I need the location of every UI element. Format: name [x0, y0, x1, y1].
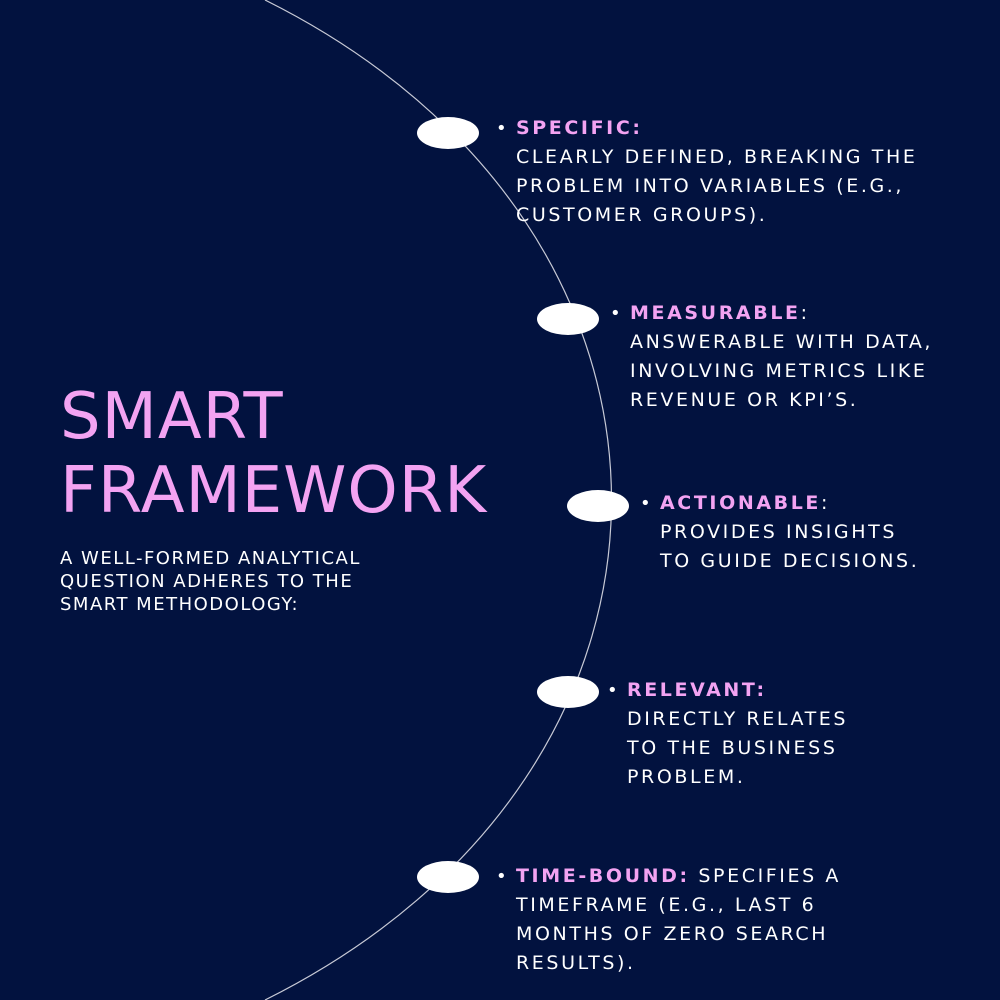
intro-line-3: SMART METHODOLOGY:: [60, 594, 300, 615]
timeline-node-actionable: [567, 490, 629, 522]
title-line-1: SMART: [60, 380, 284, 454]
criterion-measurable-head-rest: :: [800, 302, 810, 324]
criterion-time-bound-heading: • TIME-BOUND: SPECIFIES A: [496, 862, 842, 891]
criterion-time-bound-line-1: TIMEFRAME (E.G., LAST 6: [516, 894, 817, 916]
criterion-actionable-line-2: TO GUIDE DECISIONS.: [660, 550, 920, 572]
criterion-actionable-line-1: PROVIDES INSIGHTS: [660, 521, 897, 543]
criterion-specific-line-2: PROBLEM INTO VARIABLES (E.G.,: [516, 175, 905, 197]
criterion-specific-label: SPECIFIC:: [516, 117, 643, 139]
criterion-relevant: • RELEVANT: DIRECTLY RELATES TO THE BUSIN…: [607, 676, 849, 792]
intro-text: A WELL-FORMED ANALYTICAL QUESTION ADHERE…: [60, 547, 440, 616]
criterion-measurable: • MEASURABLE: ANSWERABLE WITH DATA, INVOL…: [610, 299, 934, 415]
criterion-time-bound-label: TIME-BOUND:: [516, 865, 690, 887]
criterion-actionable-heading: • ACTIONABLE:: [640, 489, 919, 518]
criterion-time-bound-line-3: RESULTS).: [516, 952, 636, 974]
bullet-icon: •: [610, 303, 624, 324]
criterion-measurable-heading: • MEASURABLE:: [610, 299, 933, 328]
criterion-specific-line-1: CLEARLY DEFINED, BREAKING THE: [516, 146, 918, 168]
timeline-node-relevant: [537, 676, 599, 708]
timeline-node-specific: [417, 117, 479, 149]
criterion-time-bound: • TIME-BOUND: SPECIFIES A TIMEFRAME (E.G.…: [496, 862, 842, 978]
criterion-time-bound-head-rest: SPECIFIES A: [689, 865, 842, 887]
intro-line-1: A WELL-FORMED ANALYTICAL: [60, 548, 361, 569]
bullet-icon: •: [496, 118, 510, 139]
criterion-measurable-label: MEASURABLE: [630, 302, 801, 324]
timeline-node-time-bound: [417, 861, 479, 893]
criterion-relevant-line-1: DIRECTLY RELATES: [627, 708, 849, 730]
criterion-actionable-head-rest: :: [821, 492, 831, 514]
criterion-specific-line-3: CUSTOMER GROUPS).: [516, 204, 768, 226]
criterion-specific: • SPECIFIC: CLEARLY DEFINED, BREAKING THE…: [496, 114, 918, 230]
bullet-icon: •: [640, 493, 654, 514]
criterion-relevant-label: RELEVANT:: [627, 679, 767, 701]
bullet-icon: •: [607, 680, 621, 701]
criterion-time-bound-line-2: MONTHS OF ZERO SEARCH: [516, 923, 829, 945]
criterion-actionable-label: ACTIONABLE: [660, 492, 822, 514]
criterion-relevant-heading: • RELEVANT:: [607, 676, 848, 705]
criterion-measurable-line-3: REVENUE OR KPI’S.: [630, 389, 859, 411]
criterion-measurable-line-2: INVOLVING METRICS LIKE: [630, 360, 928, 382]
criterion-actionable: • ACTIONABLE: PROVIDES INSIGHTS TO GUIDE …: [640, 489, 920, 576]
title-line-2: FRAMEWORK: [60, 454, 488, 528]
criterion-measurable-line-1: ANSWERABLE WITH DATA,: [630, 331, 934, 353]
criterion-specific-heading: • SPECIFIC:: [496, 114, 917, 143]
bullet-icon: •: [496, 866, 510, 887]
criterion-relevant-line-2: TO THE BUSINESS: [627, 737, 838, 759]
criterion-relevant-line-3: PROBLEM.: [627, 766, 746, 788]
page-title: SMART FRAMEWORK: [60, 380, 487, 528]
intro-line-2: QUESTION ADHERES TO THE: [60, 571, 354, 592]
timeline-node-measurable: [537, 303, 599, 335]
